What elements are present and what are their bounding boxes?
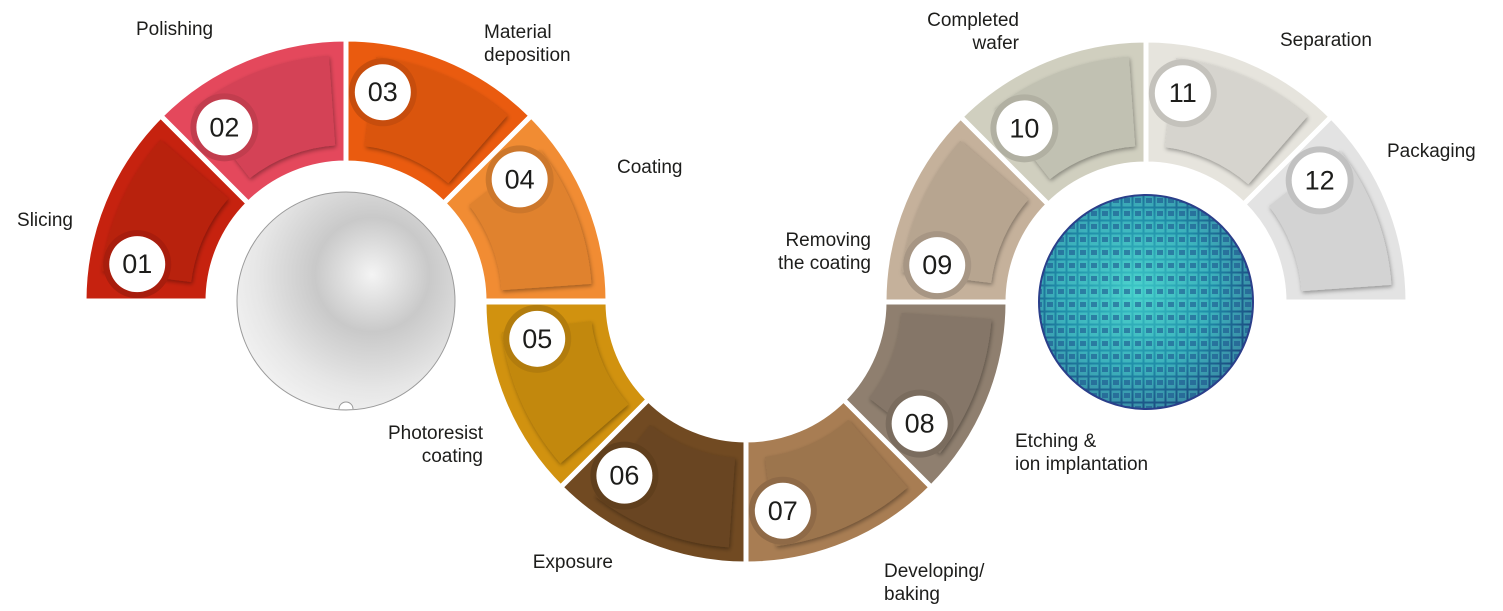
step-08-badge-disc bbox=[891, 395, 948, 452]
step-05-badge: 05 bbox=[503, 304, 572, 373]
step-12-label: Packaging bbox=[1387, 141, 1476, 162]
step-04-label: Coating bbox=[617, 157, 683, 178]
step-07-number: 07 bbox=[768, 496, 798, 526]
step-10-badge: 10 bbox=[990, 94, 1059, 163]
step-08-label: Etching & ion implantation bbox=[1015, 431, 1149, 475]
step-02-badge: 02 bbox=[190, 93, 259, 162]
step-06-number: 06 bbox=[609, 461, 639, 491]
step-11-badge: 11 bbox=[1148, 59, 1217, 128]
step-05-label: Photoresist coating bbox=[387, 423, 483, 467]
step-05-number: 05 bbox=[522, 324, 552, 354]
patterned-wafer-image bbox=[1038, 194, 1254, 410]
step-02-number: 02 bbox=[209, 112, 239, 142]
step-04-number: 04 bbox=[505, 164, 535, 194]
step-09-badge: 09 bbox=[903, 231, 972, 300]
step-07-badge: 07 bbox=[748, 476, 817, 545]
step-11-number: 11 bbox=[1169, 78, 1197, 108]
step-03-number: 03 bbox=[368, 77, 398, 107]
step-11-label: Separation bbox=[1280, 30, 1372, 51]
step-12-number: 12 bbox=[1305, 165, 1335, 195]
step-04-badge-disc bbox=[491, 151, 548, 208]
step-09-label: Removing the coating bbox=[778, 230, 871, 274]
step-03-label: Material deposition bbox=[484, 22, 571, 66]
step-04-badge: 04 bbox=[485, 145, 554, 214]
badges-layer: 01 02 03 04 05 06 07 08 09 10 11 12 bbox=[103, 58, 1354, 545]
step-08-number: 08 bbox=[905, 409, 935, 439]
step-03-badge: 03 bbox=[348, 58, 417, 127]
step-09-badge-disc bbox=[909, 237, 966, 294]
step-01-label: Slicing bbox=[17, 210, 73, 231]
step-08-badge: 08 bbox=[885, 389, 954, 458]
blank-wafer-image bbox=[236, 191, 456, 411]
step-05-badge-disc bbox=[509, 310, 566, 367]
step-12-badge-disc bbox=[1291, 152, 1348, 209]
step-10-number: 10 bbox=[1009, 113, 1039, 143]
step-12-badge: 12 bbox=[1285, 146, 1354, 215]
step-09-number: 09 bbox=[922, 250, 952, 280]
step-06-badge: 06 bbox=[590, 441, 659, 510]
step-06-label: Exposure bbox=[532, 552, 613, 573]
step-10-label: Completed wafer bbox=[927, 10, 1019, 54]
step-01-badge-disc bbox=[109, 236, 166, 293]
step-10-badge-disc bbox=[996, 100, 1053, 157]
step-02-label: Polishing bbox=[136, 19, 214, 40]
step-01-badge: 01 bbox=[103, 230, 172, 299]
step-07-label: Developing/ baking bbox=[884, 561, 985, 605]
step-03-badge-disc bbox=[354, 64, 411, 121]
step-01-number: 01 bbox=[122, 249, 152, 279]
step-07-badge-disc bbox=[754, 482, 811, 539]
step-11-badge-disc bbox=[1154, 65, 1211, 122]
step-02-badge-disc bbox=[196, 99, 253, 156]
step-06-badge-disc bbox=[596, 447, 653, 504]
